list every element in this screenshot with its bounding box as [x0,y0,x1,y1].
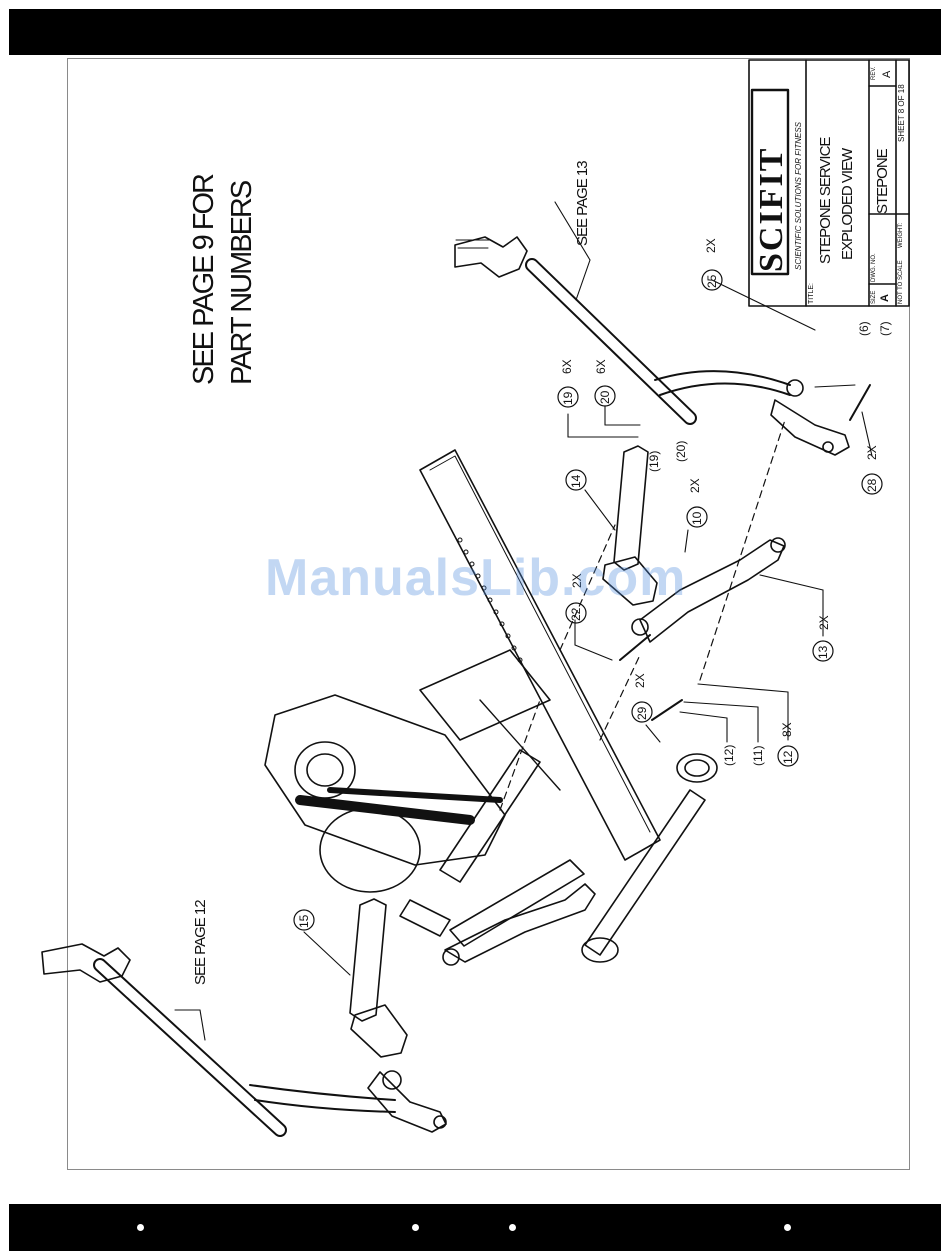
sheet-number: SHEET 8 OF 18 [897,84,906,142]
page-note-line2: PART NUMBERS [226,182,259,385]
paren-ref-7: (7) [878,321,892,336]
callout-12-number: 12 [781,751,795,764]
callout-29-qty: 2X [633,673,647,688]
callout-28-number: 28 [865,479,879,492]
title-line2: EXPLODED VIEW [839,149,856,260]
paren-ref-11: (11) [751,746,765,766]
callout-22-number: 22 [569,608,583,621]
callout-20-qty: 6X [594,359,608,374]
callout-19-number: 19 [561,392,575,405]
weight-label: WEIGHT: [898,223,904,248]
callout-25-qty: 2X [704,238,718,253]
callout-14-number: 14 [569,475,583,488]
callout-28-qty: 2X [865,445,879,460]
see-page-12-label: SEE PAGE 12 [192,900,209,985]
callout-13-number: 13 [816,646,830,659]
callout-19-qty: 6X [560,359,574,374]
title-label: TITLE: [808,283,815,304]
callout-25-number: 25 [705,275,719,288]
rev-value: A [881,71,893,78]
rev-label: REV. [871,67,877,80]
paren-ref-6: (6) [857,321,871,336]
callout-15-number: 15 [297,915,311,928]
dwg-label: DWG. NO. [871,253,877,282]
see-page-13-label: SEE PAGE 13 [574,161,591,246]
dwg-value: STEPONE [874,149,891,214]
callout-10-number: 10 [690,512,704,525]
title-line1: STEPONE SERVICE [817,138,834,264]
paren-ref-20: (20) [674,441,688,462]
callout-10-qty: 2X [688,478,702,493]
scale-note: NOT TO SCALE [898,260,904,304]
size-label: SIZE [871,291,877,304]
callout-29-number: 29 [635,707,649,720]
logo-text: SCIFIT [753,147,791,272]
callout-13-qty: 2X [817,615,831,630]
paren-ref-19: (19) [647,451,661,472]
callout-12-qty: 8X [780,722,794,737]
logo-tagline: SCIENTIFIC SOLUTIONS FOR FITNESS [794,122,803,270]
page-note-line1: SEE PAGE 9 FOR [188,175,221,385]
size-value: A [879,294,891,302]
paren-ref-12: (12) [722,745,736,766]
callout-20-number: 20 [598,391,612,404]
watermark: ManualsLib.com [265,548,686,608]
